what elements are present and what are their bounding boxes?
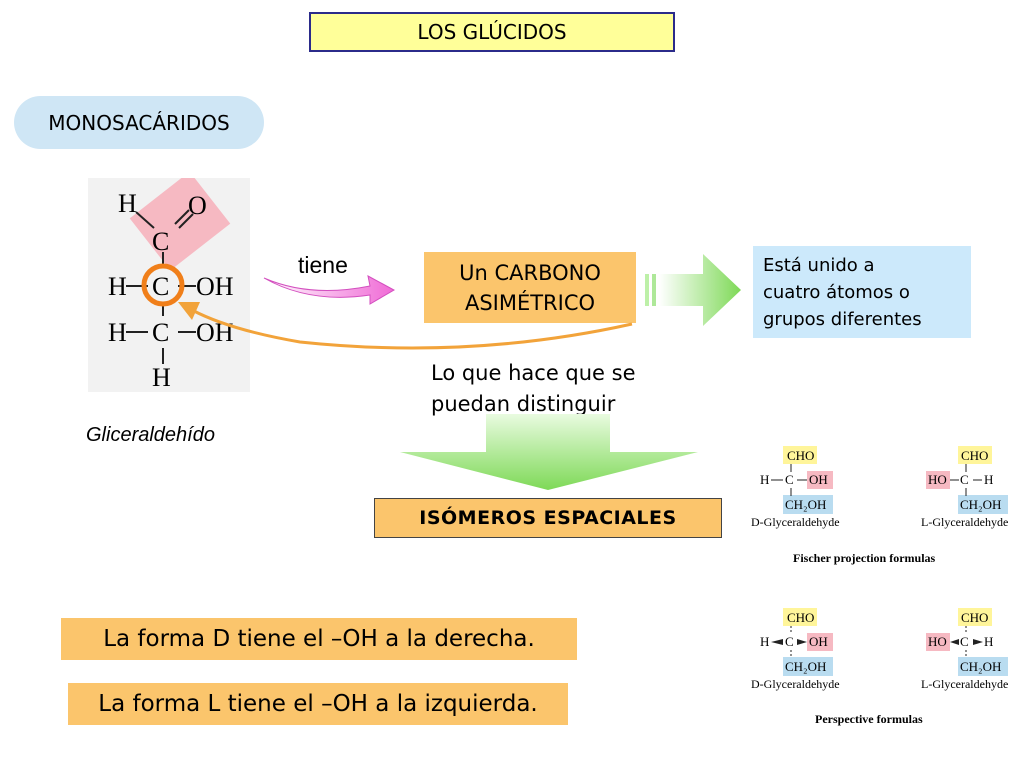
fischer-l-left: HO <box>928 472 947 487</box>
fischer-d-center: C <box>785 472 794 487</box>
perspective-l-glyceraldehyde: CHO HO C H CH₂OH L-Glyceraldehyde <box>921 608 1008 691</box>
perspective-l-center: C <box>960 634 969 649</box>
atom-oh-2: OH <box>196 318 234 347</box>
description-line-2: cuatro átomos o <box>763 282 910 303</box>
perspective-d-name: D-Glyceraldehyde <box>751 677 840 691</box>
asymmetric-carbon-box: Un CARBONO ASIMÉTRICO <box>424 252 636 323</box>
glyceraldehyde-structure: H O C H C OH H C OH H <box>88 171 250 392</box>
perspective-d-center: C <box>785 634 794 649</box>
atom-h-top: H <box>118 189 137 218</box>
fischer-l-top: CHO <box>961 448 988 463</box>
carbon-line-1: Un CARBONO <box>459 260 601 285</box>
carbon-line-2: ASIMÉTRICO <box>464 290 596 315</box>
perspective-d-left: H <box>760 634 769 649</box>
distinguish-text: Lo que hace que se puedan distinguir <box>431 358 691 420</box>
fischer-d-right: OH <box>809 472 828 487</box>
tiene-label: tiene <box>298 252 348 278</box>
projection-figures: CHO H C OH CH₂OH D-Glyceraldehyde CHO HO… <box>751 446 1008 726</box>
slide-title: LOS GLÚCIDOS <box>309 12 675 52</box>
perspective-d-glyceraldehyde: CHO H C OH CH₂OH D-Glyceraldehyde <box>751 608 840 691</box>
perspective-l-left: HO <box>928 634 947 649</box>
fischer-l-right: H <box>984 472 993 487</box>
atom-c3: C <box>152 318 169 347</box>
carbonyl-highlight <box>129 171 231 271</box>
fischer-l-bottom: CH₂OH <box>960 497 1001 512</box>
perspective-l-top: CHO <box>961 610 988 625</box>
perspective-l-bottom: CH₂OH <box>960 659 1001 674</box>
orange-curved-arrow <box>178 302 633 350</box>
l-form-rule: La forma L tiene el –OH a la izquierda. <box>68 683 568 725</box>
perspective-caption: Perspective formulas <box>815 712 923 726</box>
molecule-caption: Gliceraldehído <box>86 424 215 446</box>
atom-h-left-2: H <box>108 318 127 347</box>
perspective-d-right: OH <box>809 634 828 649</box>
description-line-3: grupos diferentes <box>763 309 922 330</box>
fischer-d-top: CHO <box>787 448 814 463</box>
perspective-d-top: CHO <box>787 610 814 625</box>
fischer-d-glyceraldehyde: CHO H C OH CH₂OH D-Glyceraldehyde <box>751 446 840 529</box>
green-down-arrow <box>400 414 698 490</box>
description-box: Está unido a cuatro átomos o grupos dife… <box>753 246 971 338</box>
asymmetric-carbon-ring <box>141 263 185 307</box>
perspective-l-name: L-Glyceraldehyde <box>921 677 1008 691</box>
category-pill: MONOSACÁRIDOS <box>14 96 264 149</box>
fischer-l-name: L-Glyceraldehyde <box>921 515 1008 529</box>
fischer-d-left: H <box>760 472 769 487</box>
perspective-d-bottom: CH₂OH <box>785 659 826 674</box>
pink-arrow <box>263 275 396 305</box>
fischer-l-center: C <box>960 472 969 487</box>
green-right-arrow <box>645 254 741 326</box>
fischer-d-name: D-Glyceraldehyde <box>751 515 840 529</box>
bond-line <box>135 211 155 229</box>
fischer-d-bottom: CH₂OH <box>785 497 826 512</box>
atom-h-left-1: H <box>108 272 127 301</box>
perspective-l-right: H <box>984 634 993 649</box>
fischer-l-glyceraldehyde: CHO HO C H CH₂OH L-Glyceraldehyde <box>921 446 1008 529</box>
atom-c2: C <box>152 272 169 301</box>
distinguish-line-1: Lo que hace que se <box>431 361 636 385</box>
distinguish-line-2: puedan distinguir <box>431 392 616 416</box>
d-form-rule: La forma D tiene el –OH a la derecha. <box>61 618 577 660</box>
fischer-caption: Fischer projection formulas <box>793 551 936 565</box>
atom-h-bottom: H <box>152 363 171 392</box>
atom-o: O <box>188 191 207 220</box>
atom-oh-1: OH <box>196 272 234 301</box>
atom-c1: C <box>152 227 169 256</box>
isomers-box: ISÓMEROS ESPACIALES <box>374 498 722 538</box>
description-line-1: Está unido a <box>763 255 875 276</box>
